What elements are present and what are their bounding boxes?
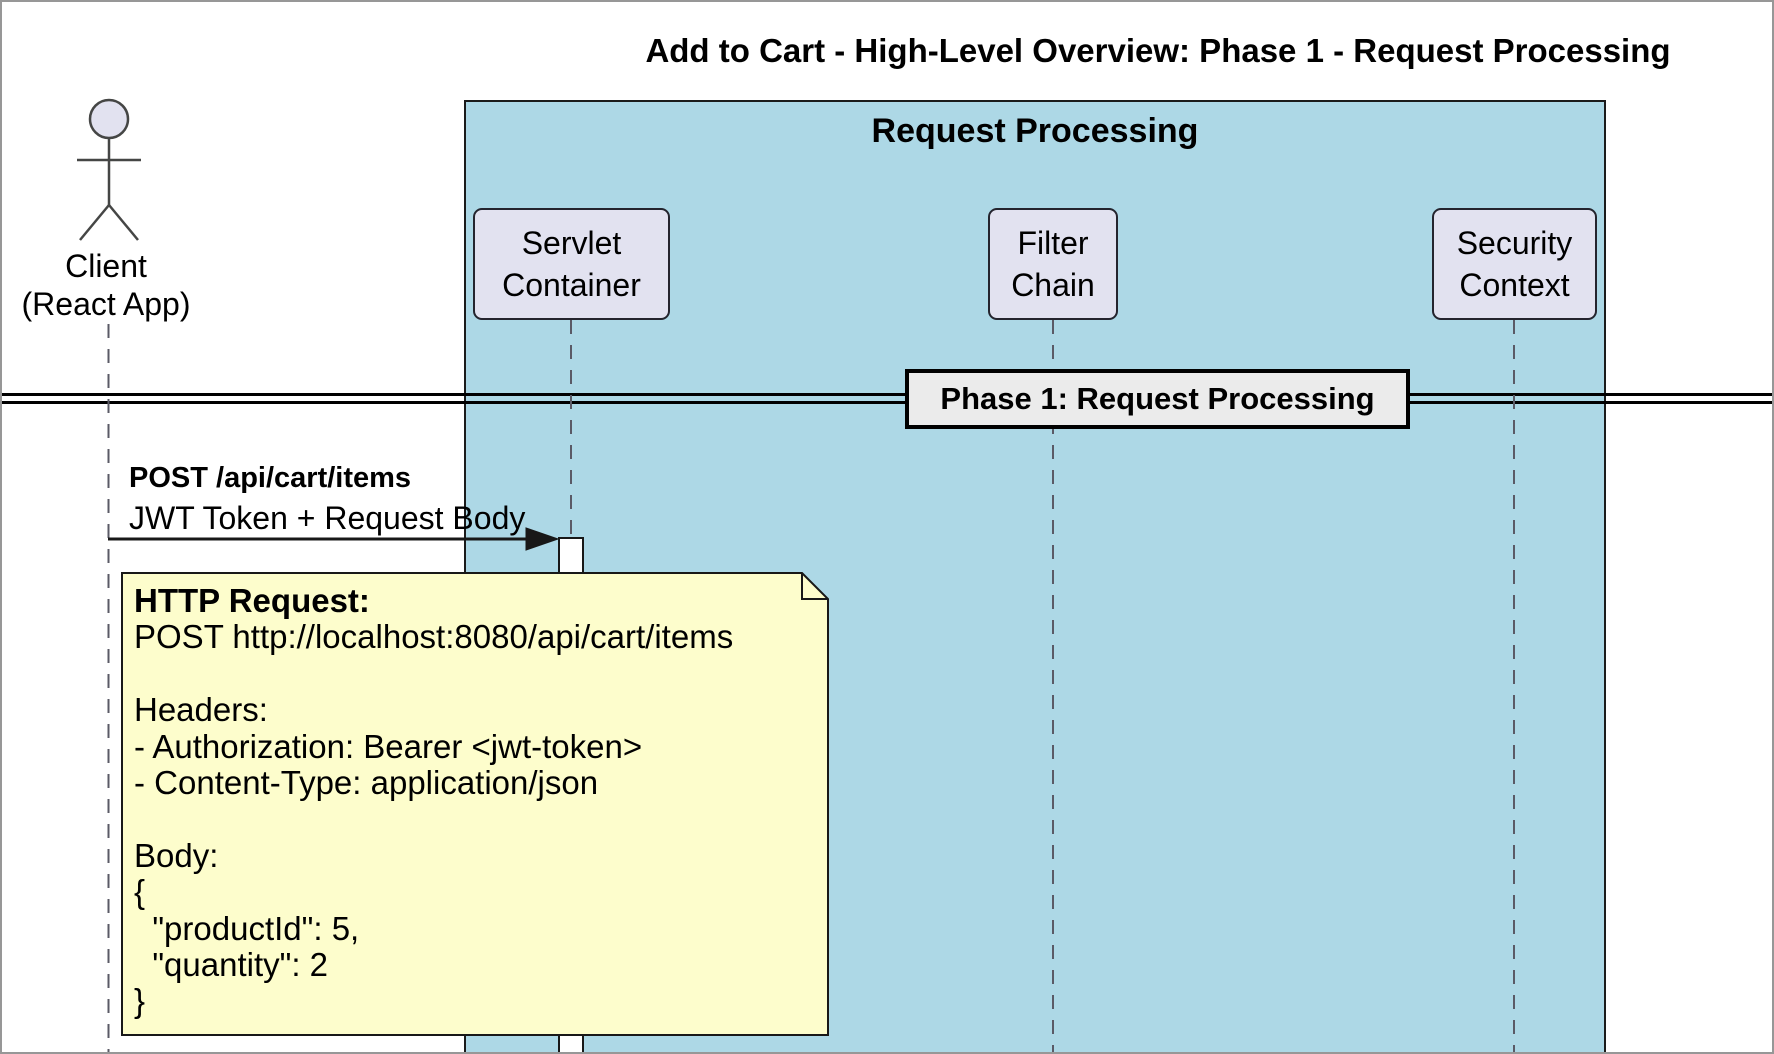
client-actor-label: Client	[65, 248, 147, 284]
participant-label: Chain	[1011, 267, 1095, 303]
note-line: Headers:	[134, 691, 268, 729]
diagram-title: Add to Cart - High-Level Overview: Phase…	[645, 32, 1671, 69]
note-line: }	[134, 982, 146, 1020]
participant-label: Servlet	[521, 225, 622, 261]
note-line: POST http://localhost:8080/api/cart/item…	[134, 618, 734, 656]
note-text: HTTP Request: POST http://localhost:8080…	[134, 582, 824, 1020]
note-line: - Authorization: Bearer <jwt-token>	[134, 727, 643, 765]
message-label-bold: POST /api/cart/items	[129, 462, 412, 494]
participant-filter-chain: Filter Chain	[988, 208, 1118, 320]
participant-servlet-container: Servlet Container	[473, 208, 670, 320]
note-line: Body:	[134, 836, 219, 874]
note-line: - Content-Type: application/json	[134, 764, 599, 802]
phase-divider-line-bottom	[2, 401, 1772, 404]
participant-label: Security	[1456, 225, 1573, 261]
phase-divider-line-top	[2, 393, 1772, 396]
participant-label: Container	[502, 267, 641, 303]
participant-security-context: Security Context	[1432, 208, 1597, 320]
note-line: "quantity": 2	[134, 946, 329, 984]
note-line	[134, 801, 824, 837]
message-arrow	[108, 527, 560, 551]
client-actor-icon	[77, 98, 141, 241]
frame-title: Request Processing	[871, 112, 1199, 150]
message-label: JWT Token + Request Body	[129, 500, 526, 536]
participant-label: Filter	[1017, 225, 1089, 261]
note-line	[134, 656, 824, 692]
phase-divider-label: Phase 1: Request Processing	[905, 369, 1410, 429]
note-line: {	[134, 873, 146, 911]
note-line: "productId": 5,	[134, 909, 360, 947]
note-fold-icon	[801, 573, 828, 600]
note-line: HTTP Request:	[134, 582, 370, 619]
http-request-note: HTTP Request: POST http://localhost:8080…	[121, 572, 829, 1036]
client-actor-sublabel: (React App)	[21, 286, 191, 322]
note-shape	[121, 572, 829, 1036]
participant-label: Context	[1459, 267, 1570, 303]
